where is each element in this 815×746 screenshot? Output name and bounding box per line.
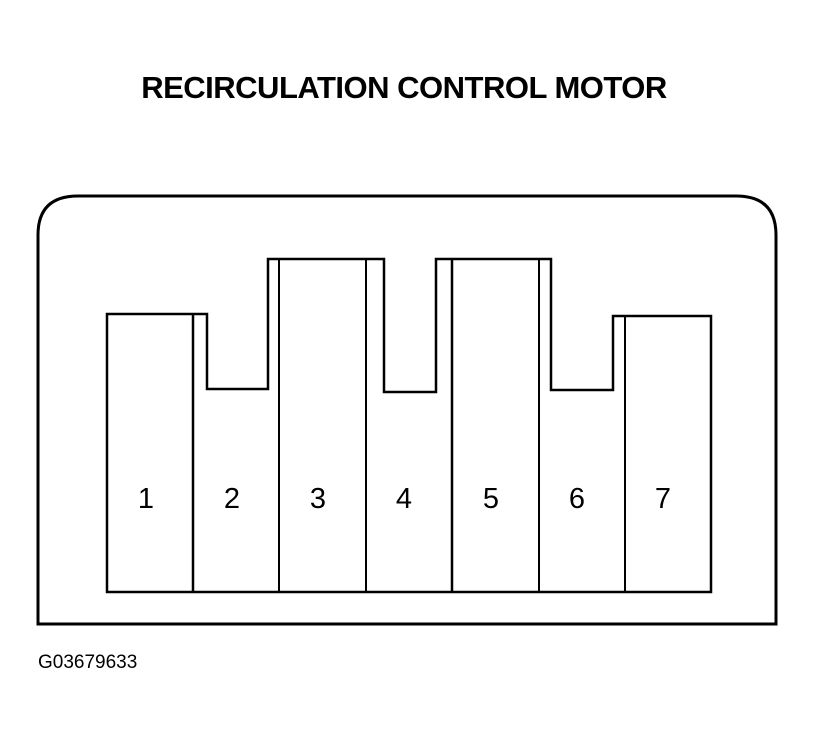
pin-number: 2 [224, 483, 240, 515]
connector-housing [36, 194, 778, 626]
pin-number: 1 [138, 483, 154, 515]
pin-number: 3 [310, 483, 326, 515]
pin-number: 6 [569, 483, 585, 515]
diagram-title: RECIRCULATION CONTROL MOTOR [141, 70, 667, 105]
terminal-outline [105, 257, 713, 594]
figure-id: G03679633 [38, 652, 138, 673]
pin-number: 4 [396, 483, 412, 515]
pin-number: 7 [655, 483, 671, 515]
pin-number: 5 [483, 483, 499, 515]
